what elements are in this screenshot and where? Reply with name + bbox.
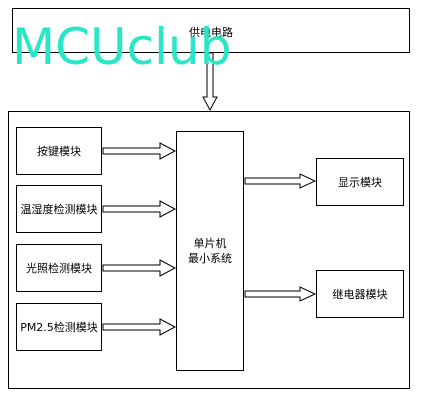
temp-humidity-module-box: 温湿度检测模块 [16,185,102,233]
arrow-temp-to-mcu [102,200,177,218]
arrow-key-to-mcu [102,142,177,160]
arrow-mcu-to-relay [244,286,317,302]
relay-module-box: 继电器模块 [316,270,404,318]
pm25-module-label: PM2.5检测模块 [20,321,98,334]
key-module-label: 按键模块 [37,145,81,158]
arrow-power-to-system [202,52,218,112]
power-supply-box: 供电电路 [12,8,410,53]
arrow-mcu-to-display [244,173,317,189]
mcu-label-line1: 单片机 [193,237,227,250]
mcuclub-watermark: MCUclub [12,18,232,76]
mcu-label-line2: 最小系统 [188,252,232,265]
arrow-light-to-mcu [102,259,177,277]
light-module-label: 光照检测模块 [26,262,92,275]
pm25-module-box: PM2.5检测模块 [16,303,102,351]
mcu-box: 单片机 最小系统 [176,131,244,371]
relay-module-label: 继电器模块 [332,288,388,301]
system-frame [8,111,410,389]
light-module-box: 光照检测模块 [16,244,102,292]
key-module-box: 按键模块 [16,127,102,175]
display-module-box: 显示模块 [316,158,404,206]
arrow-pm25-to-mcu [102,318,177,336]
power-supply-label: 供电电路 [189,26,233,39]
temp-humidity-module-label: 温湿度检测模块 [20,203,98,216]
display-module-label: 显示模块 [338,176,382,189]
